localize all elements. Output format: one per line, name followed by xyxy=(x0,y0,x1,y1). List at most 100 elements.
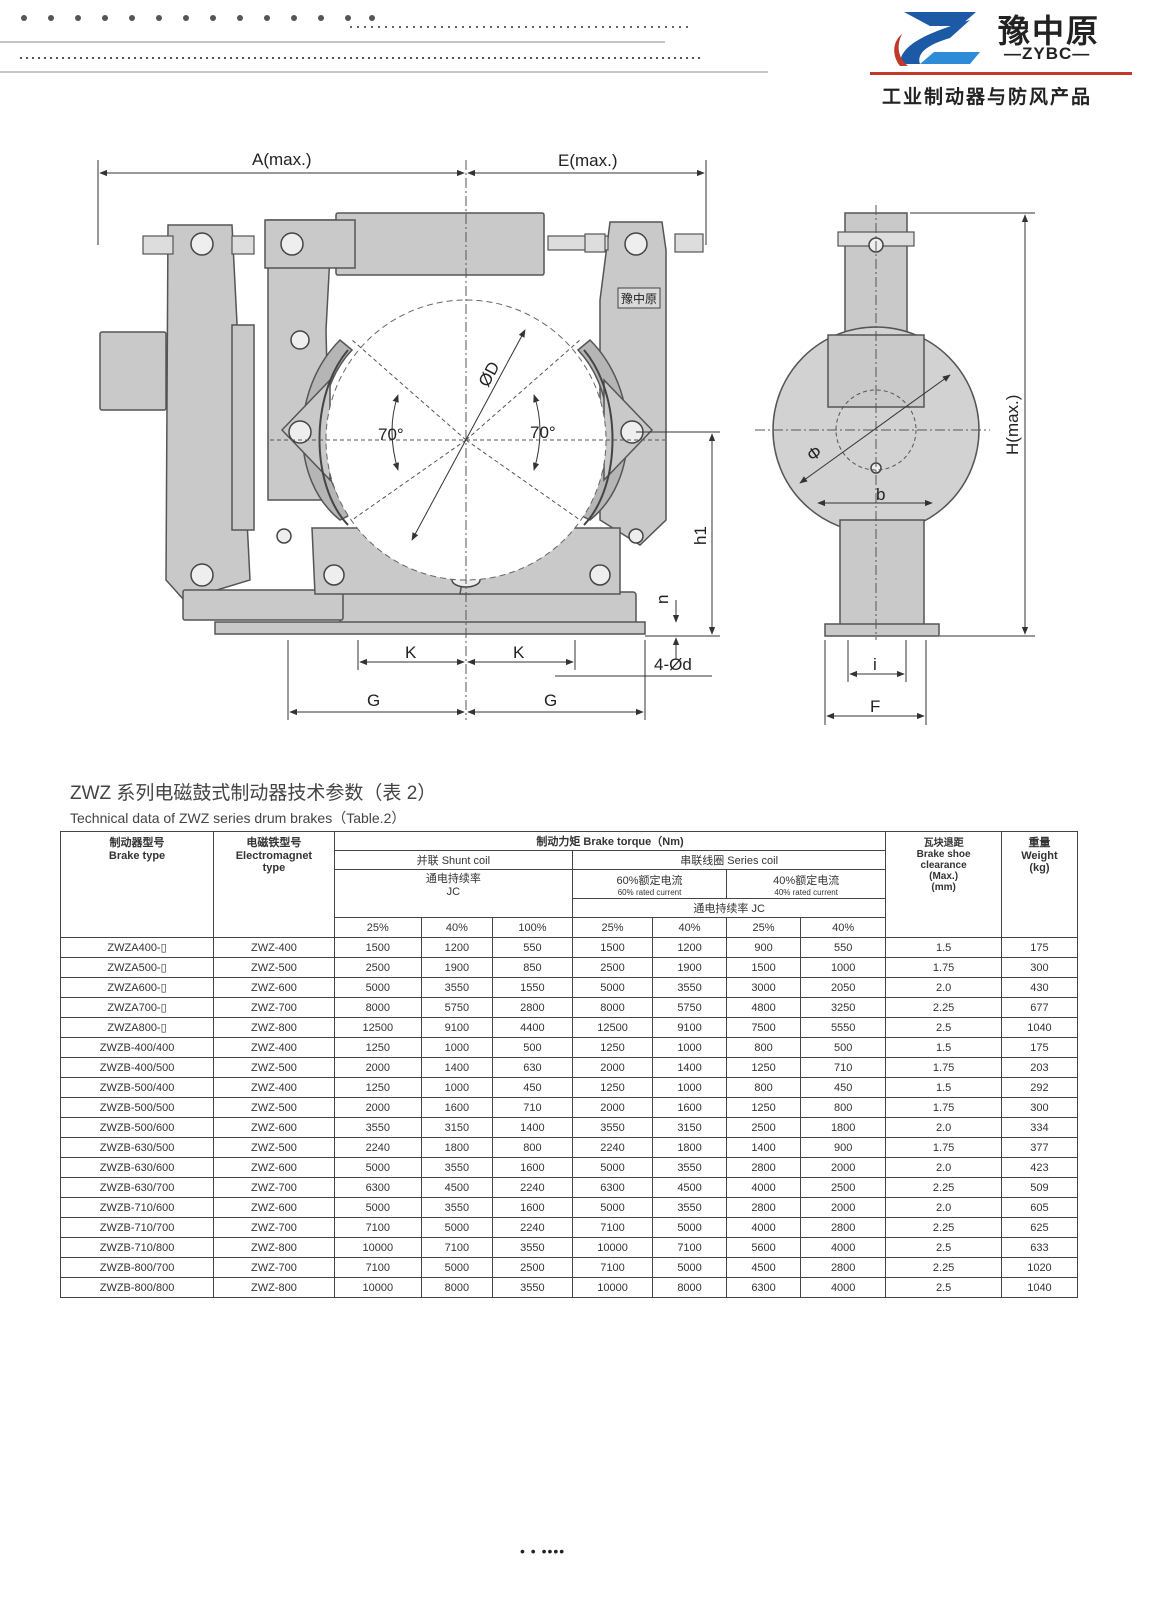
dim-h-max: H(max.) xyxy=(1003,395,1022,455)
table-cell: 1800 xyxy=(800,1117,887,1138)
table-cell: ZWZ-500 xyxy=(213,1097,335,1118)
table-cell: 12500 xyxy=(333,1017,422,1038)
table-cell: 1250 xyxy=(333,1077,422,1098)
dim-holes: 4-Ød xyxy=(654,655,692,674)
angle-left: 70° xyxy=(378,425,404,444)
table-cell: 4500 xyxy=(652,1177,728,1198)
table-cell: ZWZB-710/600 xyxy=(59,1197,215,1218)
table-cell: 1500 xyxy=(333,937,422,958)
table-cell: 3550 xyxy=(420,977,493,998)
table-cell: ZWZ-400 xyxy=(213,1077,335,1098)
table-cell: 3550 xyxy=(333,1117,422,1138)
table-cell: 7100 xyxy=(571,1257,654,1278)
logo-divider xyxy=(870,72,1132,75)
table-cell: 6300 xyxy=(571,1177,654,1198)
table-cell: 9100 xyxy=(652,1017,728,1038)
angle-right: 70° xyxy=(530,423,556,442)
table-cell: 2240 xyxy=(491,1177,573,1198)
table-cell: 2500 xyxy=(726,1117,802,1138)
table-cell: 300 xyxy=(1000,1097,1079,1118)
table-cell: 7100 xyxy=(652,1237,728,1258)
table-cell: 2.0 xyxy=(885,977,1002,998)
table-cell: 1400 xyxy=(491,1117,573,1138)
table-cell: 509 xyxy=(1000,1177,1079,1198)
header-series-coil: 串联线圈 Series coil xyxy=(571,850,887,870)
table-cell: 8000 xyxy=(652,1277,728,1298)
table-cell: ZWZB-710/700 xyxy=(59,1217,215,1238)
table-cell: 430 xyxy=(1000,977,1079,998)
table-cell: 10000 xyxy=(333,1237,422,1258)
table-cell: 500 xyxy=(800,1037,887,1058)
table-cell: 2000 xyxy=(333,1097,422,1118)
table-cell: 2800 xyxy=(800,1257,887,1278)
table-cell: 5000 xyxy=(333,1157,422,1178)
table-cell: 500 xyxy=(491,1037,573,1058)
table-cell: 1040 xyxy=(1000,1277,1079,1298)
table-cell: 175 xyxy=(1000,937,1079,958)
table-cell: 2.25 xyxy=(885,1257,1002,1278)
table-cell: 4000 xyxy=(800,1237,887,1258)
dim-e-max: E(max.) xyxy=(558,151,618,170)
table-cell: 3550 xyxy=(652,977,728,998)
table-cell: 1.75 xyxy=(885,1057,1002,1078)
table-cell: 1500 xyxy=(726,957,802,978)
table-cell: 710 xyxy=(491,1097,573,1118)
table-cell: 300 xyxy=(1000,957,1079,978)
table-cell: 2240 xyxy=(491,1217,573,1238)
table-cell: ZWZB-630/700 xyxy=(59,1177,215,1198)
dim-k-left: K xyxy=(405,643,417,662)
table-cell: 900 xyxy=(800,1137,887,1158)
table-cell: 800 xyxy=(800,1097,887,1118)
table-cell: 1800 xyxy=(652,1137,728,1158)
header-rated-60: 60%额定电流 60% rated current xyxy=(571,869,728,899)
table-cell: 677 xyxy=(1000,997,1079,1018)
table-cell: 4000 xyxy=(800,1277,887,1298)
table-cell: 10000 xyxy=(333,1277,422,1298)
table-subtitle: Technical data of ZWZ series drum brakes… xyxy=(70,810,406,826)
table-cell: 2050 xyxy=(800,977,887,998)
table-cell: ZWZB-400/400 xyxy=(59,1037,215,1058)
header-brake-torque: 制动力矩 Brake torque（Nm) xyxy=(333,831,887,851)
table-cell: 2500 xyxy=(800,1177,887,1198)
table-cell: 2.0 xyxy=(885,1117,1002,1138)
table-cell: 5750 xyxy=(420,997,493,1018)
header-jc-series: 通电持续率 JC xyxy=(571,898,887,918)
table-cell: 1600 xyxy=(491,1157,573,1178)
header-shunt-coil: 并联 Shunt coil xyxy=(333,850,573,870)
dim-g-left: G xyxy=(367,691,380,710)
table-cell: 4500 xyxy=(420,1177,493,1198)
table-cell: 5000 xyxy=(333,977,422,998)
table-cell: 800 xyxy=(726,1077,802,1098)
table-cell: 1.75 xyxy=(885,1137,1002,1158)
table-cell: 2500 xyxy=(571,957,654,978)
header-pct: 100% xyxy=(491,917,573,938)
brand-name-en: —ZYBC— xyxy=(1004,44,1091,63)
table-cell: 7100 xyxy=(333,1217,422,1238)
table-cell: 800 xyxy=(491,1137,573,1158)
table-cell: 2800 xyxy=(491,997,573,1018)
nameplate: 豫中原 xyxy=(621,291,657,306)
table-cell: ZWZ-600 xyxy=(213,1197,335,1218)
table-cell: 1250 xyxy=(571,1077,654,1098)
table-cell: 4400 xyxy=(491,1017,573,1038)
table-cell: 2.5 xyxy=(885,1237,1002,1258)
table-cell: ZWZB-710/800 xyxy=(59,1237,215,1258)
table-cell: 1500 xyxy=(571,937,654,958)
header-pct: 25% xyxy=(726,917,802,938)
table-cell: 800 xyxy=(726,1037,802,1058)
header-pct: 40% xyxy=(800,917,887,938)
table-cell: 1800 xyxy=(420,1137,493,1158)
table-cell: 1600 xyxy=(491,1197,573,1218)
table-cell: ZWZA700-▯ xyxy=(59,997,215,1018)
table-cell: 2000 xyxy=(800,1197,887,1218)
table-cell: ZWZ-400 xyxy=(213,937,335,958)
table-cell: 4500 xyxy=(726,1257,802,1278)
table-cell: ZWZ-600 xyxy=(213,1117,335,1138)
